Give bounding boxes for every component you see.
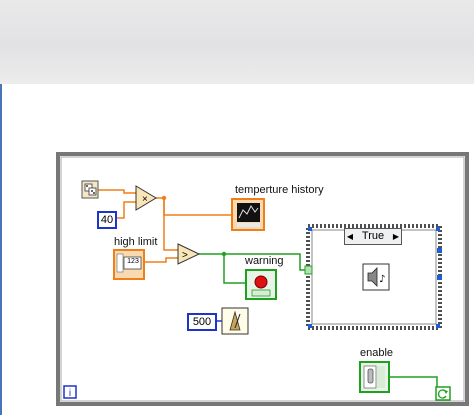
orange-wires xyxy=(96,189,232,263)
window-left-edge xyxy=(0,84,2,415)
waveform-chart-icon[interactable] xyxy=(231,198,265,231)
while-loop-frame[interactable] xyxy=(56,152,469,406)
svg-text:>: > xyxy=(182,250,188,261)
case-selector-terminal[interactable] xyxy=(304,265,313,275)
label-warning: warning xyxy=(245,255,284,267)
warning-led-icon[interactable] xyxy=(245,269,277,300)
window-title-area xyxy=(0,0,474,84)
beep-icon[interactable]: ♪ xyxy=(362,263,390,291)
case-prev-arrow[interactable]: ◀ xyxy=(346,232,354,241)
svg-text:♪: ♪ xyxy=(379,274,385,285)
high-limit-digits: 123 xyxy=(127,258,139,265)
wire-junction xyxy=(161,195,167,201)
multiply-icon[interactable]: × xyxy=(135,185,157,211)
case-tunnel xyxy=(437,248,442,253)
loop-condition-icon[interactable] xyxy=(435,386,451,401)
bool-junction xyxy=(221,251,227,257)
case-selector-value: True xyxy=(361,230,385,242)
greater-than-icon[interactable]: > xyxy=(177,243,201,265)
case-next-arrow[interactable]: ▶ xyxy=(392,232,400,241)
label-temperature-history: temperture history xyxy=(235,184,324,196)
high-limit-control-icon[interactable] xyxy=(113,249,145,280)
wait-ms-icon[interactable] xyxy=(221,307,249,335)
iteration-terminal[interactable]: i xyxy=(63,385,77,399)
enable-control-icon[interactable] xyxy=(359,361,390,393)
constant-40[interactable]: 40 xyxy=(97,211,117,229)
svg-text:i: i xyxy=(69,388,71,399)
case-tunnel xyxy=(437,275,442,280)
random-number-icon[interactable] xyxy=(81,180,99,199)
svg-text:×: × xyxy=(142,194,148,205)
label-enable: enable xyxy=(360,347,394,359)
constant-500[interactable]: 500 xyxy=(187,313,217,331)
case-selector[interactable]: ◀ True ▶ xyxy=(344,228,402,245)
label-high-limit: high limit xyxy=(114,236,158,248)
